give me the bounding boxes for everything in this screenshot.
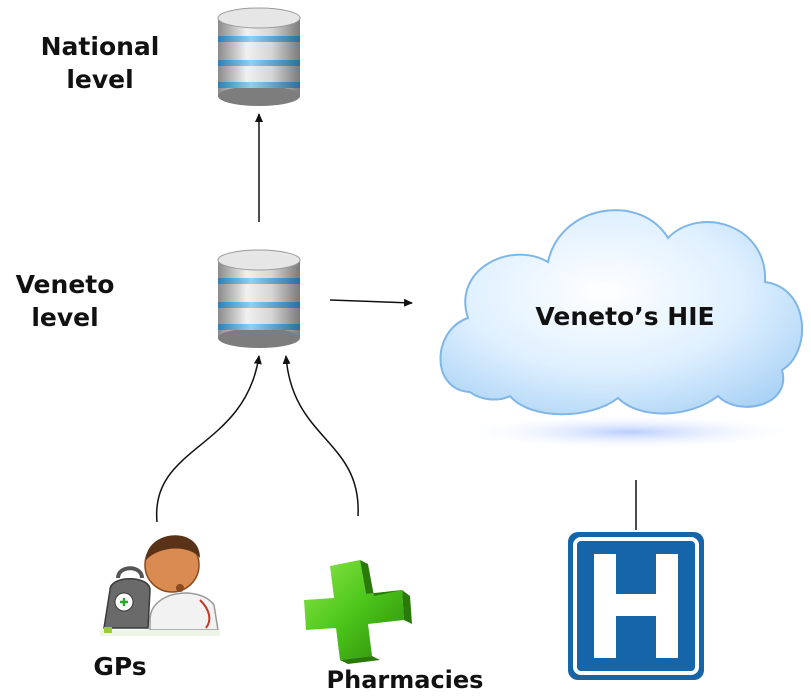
veneto-level-label: Veneto level [0,268,130,334]
arrow-gps-to-veneto [156,355,262,523]
national-level-line1: National [40,32,160,61]
hie-cloud-label: Veneto’s HIE [535,302,714,331]
national-database-icon [217,7,301,106]
veneto-level-line2: level [31,303,99,332]
national-level-label: National level [30,30,170,96]
veneto-level-line1: Veneto [15,270,115,299]
pharmacy-cross-icon [304,560,412,664]
national-level-line2: level [66,65,134,94]
cloud-glow [455,414,805,450]
arrow-pharmacies-to-veneto [282,355,359,517]
hie-cloud-icon [439,209,804,416]
veneto-database-icon [217,249,301,348]
gp-doctor-icon [100,535,220,636]
hospital-sign-icon [568,532,704,680]
pharmacies-label: Pharmacies [326,666,484,694]
gps-label: GPs [93,652,147,681]
arrow-veneto-to-hie [329,298,413,307]
